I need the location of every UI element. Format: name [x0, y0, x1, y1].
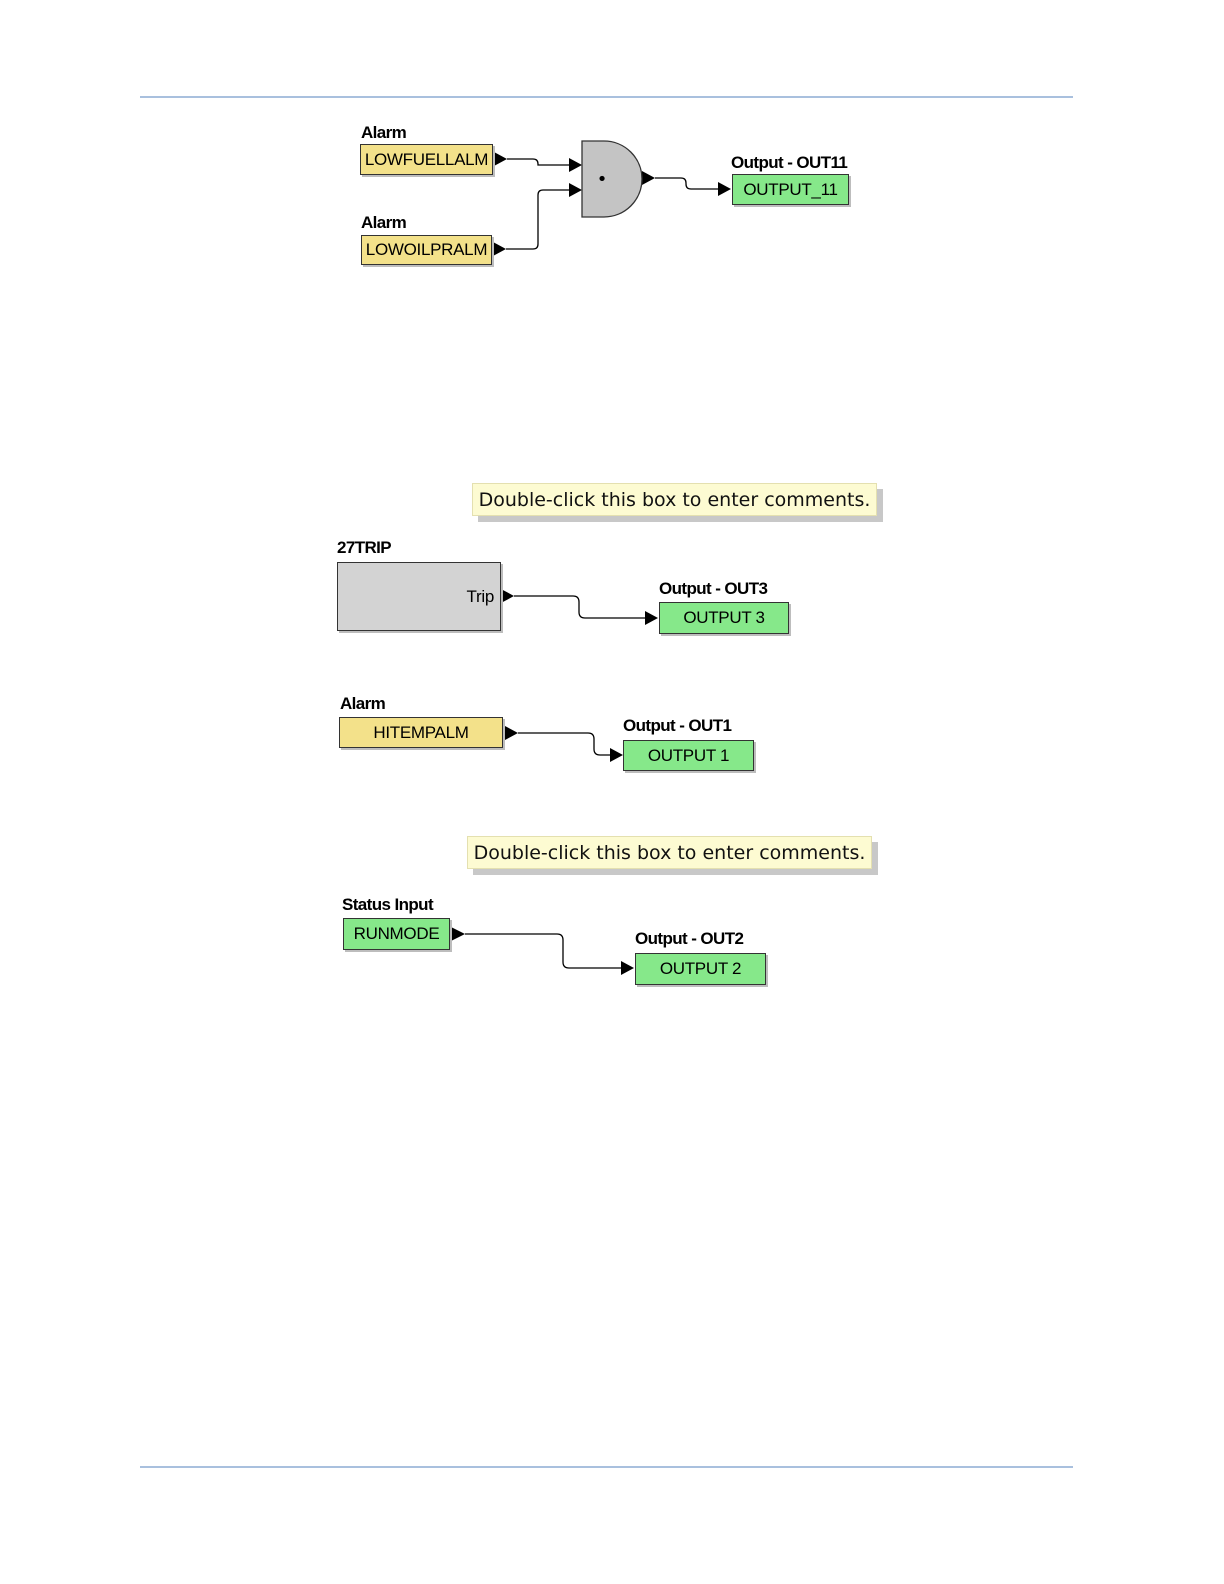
output3-input-arrow [645, 611, 658, 625]
output2-type-label: Output - OUT2 [635, 929, 743, 949]
trip-output-arrow [501, 589, 514, 603]
comment-box-2[interactable]: Double-click this box to enter comments. [467, 836, 872, 869]
hitemp-output-arrow [505, 726, 518, 740]
output1-type-label: Output - OUT1 [623, 716, 731, 736]
output3-block[interactable]: OUTPUT 3 [659, 602, 789, 634]
and-gate-symbol: • [597, 169, 608, 190]
lowfuel-output-arrow [494, 152, 507, 166]
output1-input-arrow [610, 748, 623, 762]
hitemp-type-label: Alarm [340, 694, 385, 714]
comment-box-1[interactable]: Double-click this box to enter comments. [472, 483, 877, 516]
trip-port-label: Trip [467, 587, 494, 607]
output1-block[interactable]: OUTPUT 1 [623, 740, 754, 771]
output11-input-arrow [718, 182, 731, 196]
lowfuel-alarm-block[interactable]: LOWFUELLALM [360, 144, 493, 175]
lowoil-output-arrow [493, 242, 506, 256]
output11-type-label: Output - OUT11 [731, 153, 847, 173]
gate-output-arrow [642, 171, 655, 185]
runmode-status-block[interactable]: RUNMODE [343, 918, 450, 950]
gate-input1-arrow [569, 158, 582, 172]
output2-input-arrow [621, 961, 634, 975]
wire-gate-to-output11 [655, 178, 719, 189]
lowfuel-type-label: Alarm [361, 123, 406, 143]
wire-hitemp-to-output1 [518, 733, 611, 755]
lowoil-alarm-block[interactable]: LOWOILPRALM [361, 235, 492, 265]
runmode-output-arrow [451, 927, 465, 941]
wire-lowfuel-to-gate [507, 159, 570, 165]
output11-block[interactable]: OUTPUT_11 [732, 174, 849, 205]
runmode-type-label: Status Input [342, 895, 433, 915]
wire-trip-to-output3 [514, 596, 645, 618]
gate-input2-arrow [569, 183, 582, 197]
wire-runmode-to-output2 [465, 934, 621, 968]
lowoil-type-label: Alarm [361, 213, 406, 233]
and-gate [582, 141, 642, 217]
output3-type-label: Output - OUT3 [659, 579, 767, 599]
trip-function-block[interactable]: Trip [337, 562, 501, 631]
output2-block[interactable]: OUTPUT 2 [635, 953, 766, 985]
wire-lowoil-to-gate [506, 190, 570, 249]
trip-block-title: 27TRIP [337, 538, 391, 558]
hitemp-alarm-block[interactable]: HITEMPALM [339, 717, 503, 748]
